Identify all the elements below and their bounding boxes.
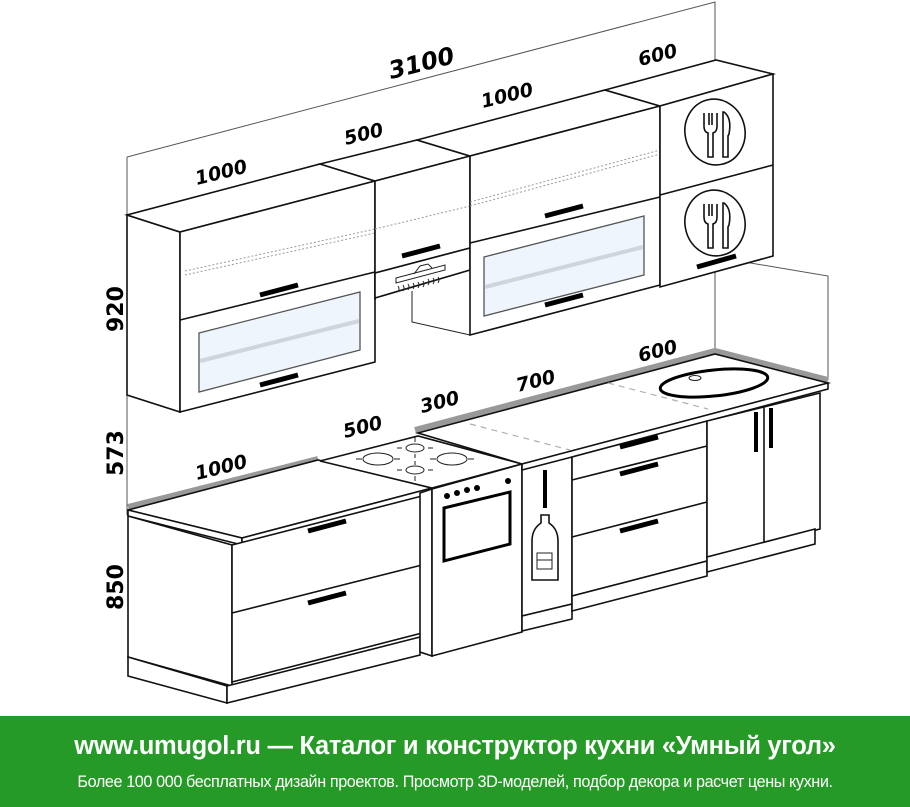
gas-hob-icon [319,435,526,489]
upper-cabinet-1 [124,163,471,414]
base-cabinet-1 [127,459,433,705]
dim-upper-2: 500 [342,119,386,150]
upper-cabinet-4 [602,59,777,289]
upper-cabinet-3 [414,89,663,337]
sink-cabinet [658,367,821,574]
sink-icon [658,367,770,399]
upper-cabinet-2 [317,139,473,336]
footer-title[interactable]: www.umugol.ru — Каталог и конструктор ку… [74,732,836,760]
countertop-edge [127,456,319,510]
dim-lower-3: 300 [418,387,462,418]
dim-upper-4: 600 [636,40,680,71]
dim-height-base: 850 [104,564,129,610]
dim-total-width: 3100 [386,41,458,84]
bottle-icon [531,514,559,581]
dim-height-gap: 573 [104,430,129,476]
dim-upper-3: 1000 [479,79,536,113]
kitchen-drawing: 3100 1000 500 1000 600 1000 500 300 700 … [104,1,832,705]
base-cabinet-drawers [571,419,708,613]
dim-lower-2: 500 [341,412,385,443]
cutlery-plate-icon [684,98,746,166]
oven-icon [419,462,523,658]
footer-subtitle: Более 100 000 бесплатных дизайн проектов… [77,773,833,791]
footer-banner: www.umugol.ru — Каталог и конструктор ку… [0,716,910,807]
base-cabinet-bottle [521,449,573,633]
dim-height-upper: 920 [104,286,129,332]
range-hood-icon [395,263,446,293]
cutlery-plate-icon [684,189,746,257]
